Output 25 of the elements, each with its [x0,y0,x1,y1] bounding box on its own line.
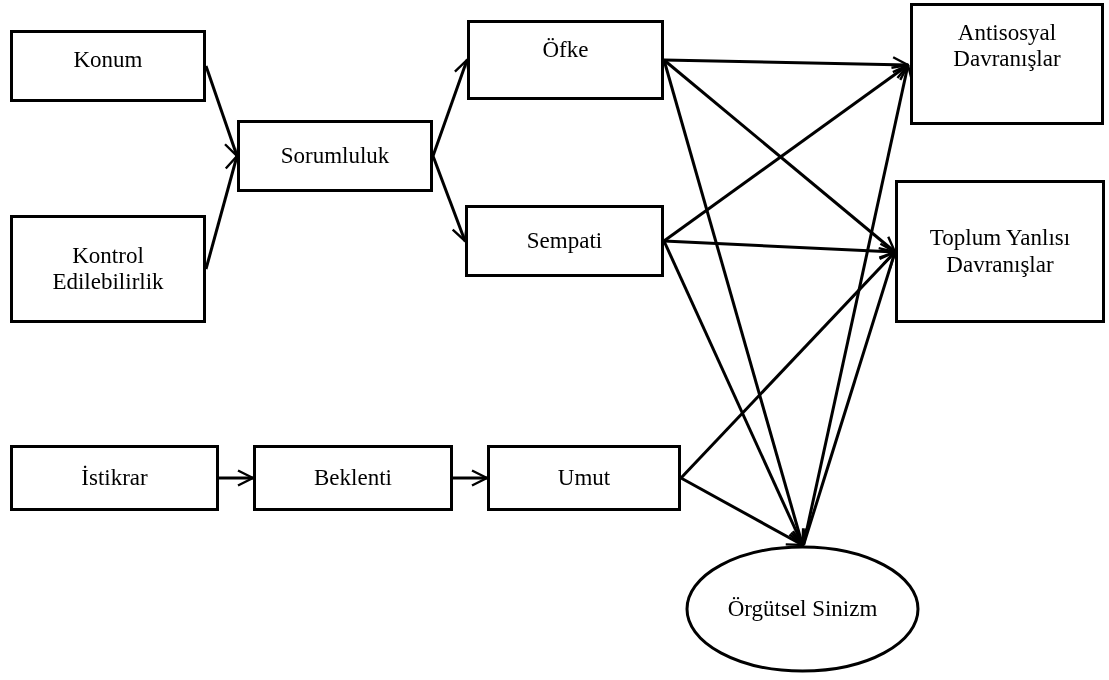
process-box [10,445,219,511]
process-box [895,180,1105,323]
node-label: İstikrar [80,464,149,492]
process-box [910,3,1104,125]
node-label: Umut [556,464,612,492]
arrow [679,250,897,480]
arrow [219,469,255,487]
node-label: Sorumluluk [279,142,391,170]
process-box [253,445,453,511]
node-label: Öfke [541,37,590,64]
process-box [237,120,433,192]
node-label: Antisosyal Davranışlar [952,20,1062,73]
node-label: Sempati [525,227,604,255]
node-label: Beklenti [313,464,393,492]
process-box [10,30,206,102]
arrow [663,56,910,74]
node-label: Kontrol Edilebilirlik [51,242,165,296]
process-box [467,20,664,100]
process-box [10,215,206,323]
process-box [465,205,664,277]
node-label: Konum [72,47,144,74]
process-box [487,445,681,511]
arrow [453,469,489,487]
node-label: Örgütsel Sinizm [726,595,879,623]
node-label: Toplum Yanlısı Davranışlar [928,225,1072,278]
